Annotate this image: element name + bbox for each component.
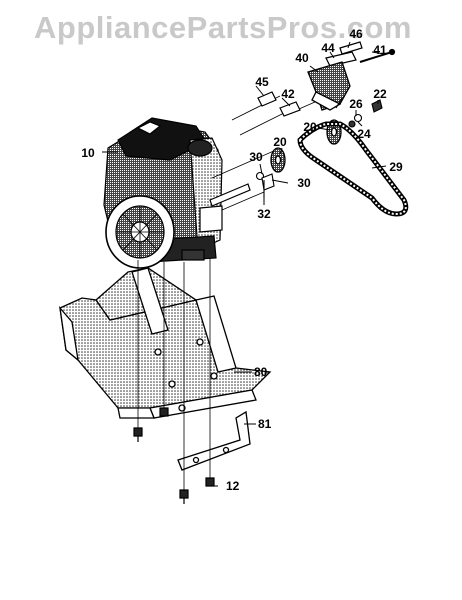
idler-bracket [307,61,351,111]
part-label-44: 44 [321,41,335,55]
part-label-81: 81 [258,417,272,431]
part-label-40: 40 [295,51,309,65]
watermark-text: AppliancePartsPros.com [34,10,412,45]
part-label-32: 32 [257,207,271,221]
part-label-24: 24 [357,127,371,141]
part-label-45: 45 [255,75,269,89]
part-label-42: 42 [281,87,295,101]
part-label-30-upper: 30 [249,150,263,164]
part-label-80: 80 [254,365,268,379]
part-label-12: 12 [226,479,240,493]
base-plate [59,267,272,419]
mounting-bolts [133,407,215,504]
part-label-10: 10 [81,146,95,160]
part-label-30-lower: 30 [297,176,311,190]
part-label-20-left: 20 [273,135,287,149]
part-labels: 10 12 20 20 22 24 26 29 30 30 32 40 41 4… [81,27,403,493]
part-label-46: 46 [349,27,363,41]
part-label-20-right: 20 [303,120,317,134]
v-belt [297,121,409,217]
engine-assembly [103,117,251,269]
small-hardware [255,99,383,198]
part-label-26: 26 [349,97,363,111]
part-label-22: 22 [373,87,387,101]
part-label-41: 41 [373,43,387,57]
shaft-parts [257,41,396,117]
part-label-29: 29 [389,160,403,174]
leader-lines [102,41,387,487]
mounting-bracket [177,410,251,471]
